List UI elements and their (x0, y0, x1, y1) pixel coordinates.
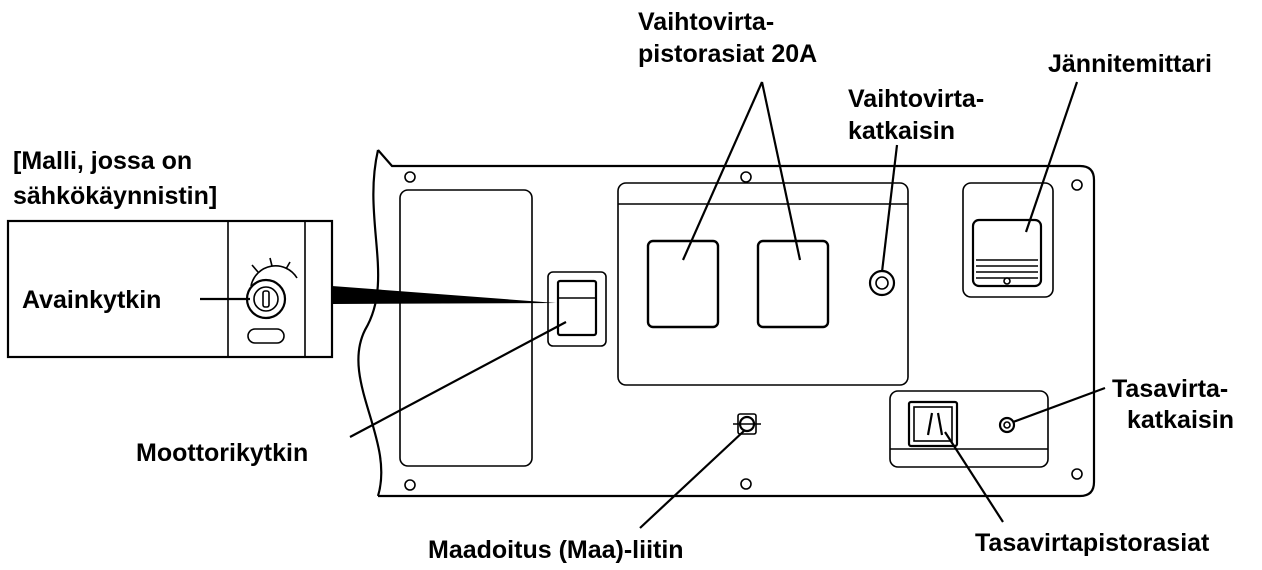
dc-panel (889, 390, 1049, 468)
ac-outlet-panel (617, 182, 909, 386)
ac-outlet-right (756, 239, 830, 329)
screw-icon (740, 478, 752, 490)
leader-lines (200, 81, 1106, 529)
key-switch-label: Avainkytkin (22, 286, 161, 314)
ac-outlet-left (646, 239, 720, 329)
screw-icon (404, 479, 416, 491)
ground-terminal (733, 413, 761, 435)
screw-icon (1071, 468, 1083, 480)
engine-switch (547, 271, 607, 347)
dc-outlet (907, 400, 959, 448)
inset-title-line2: sähkökäynnistin] (13, 182, 217, 210)
engine-switch-label: Moottorikytkin (136, 439, 308, 467)
control-panel (357, 149, 1096, 498)
ac-outlets-label-line1: Vaihtovirta- (638, 8, 774, 36)
dc-breaker-label-line2: katkaisin (1127, 406, 1234, 434)
ac-breaker-label-line2: katkaisin (848, 117, 955, 145)
screw-icon (404, 171, 416, 183)
ground-terminal-label: Maadoitus (Maa)-liitin (428, 536, 684, 564)
ac-outlets-label-line2: pistorasiat 20A (638, 40, 817, 68)
ac-breaker-label-line1: Vaihtovirta- (848, 85, 984, 113)
screw-icon (740, 171, 752, 183)
screw-icon (1071, 179, 1083, 191)
voltmeter (962, 182, 1054, 298)
dc-breaker-label-line1: Tasavirta- (1112, 375, 1228, 403)
inset-title-line1: [Malli, jossa on (13, 147, 192, 175)
dc-breaker (998, 416, 1016, 434)
dc-outlets-label: Tasavirtapistorasiat (975, 529, 1210, 557)
voltmeter-label: Jännitemittari (1048, 50, 1212, 78)
callout-wedge (332, 286, 556, 304)
ac-breaker (868, 269, 896, 297)
key-switch-icon (245, 278, 287, 320)
